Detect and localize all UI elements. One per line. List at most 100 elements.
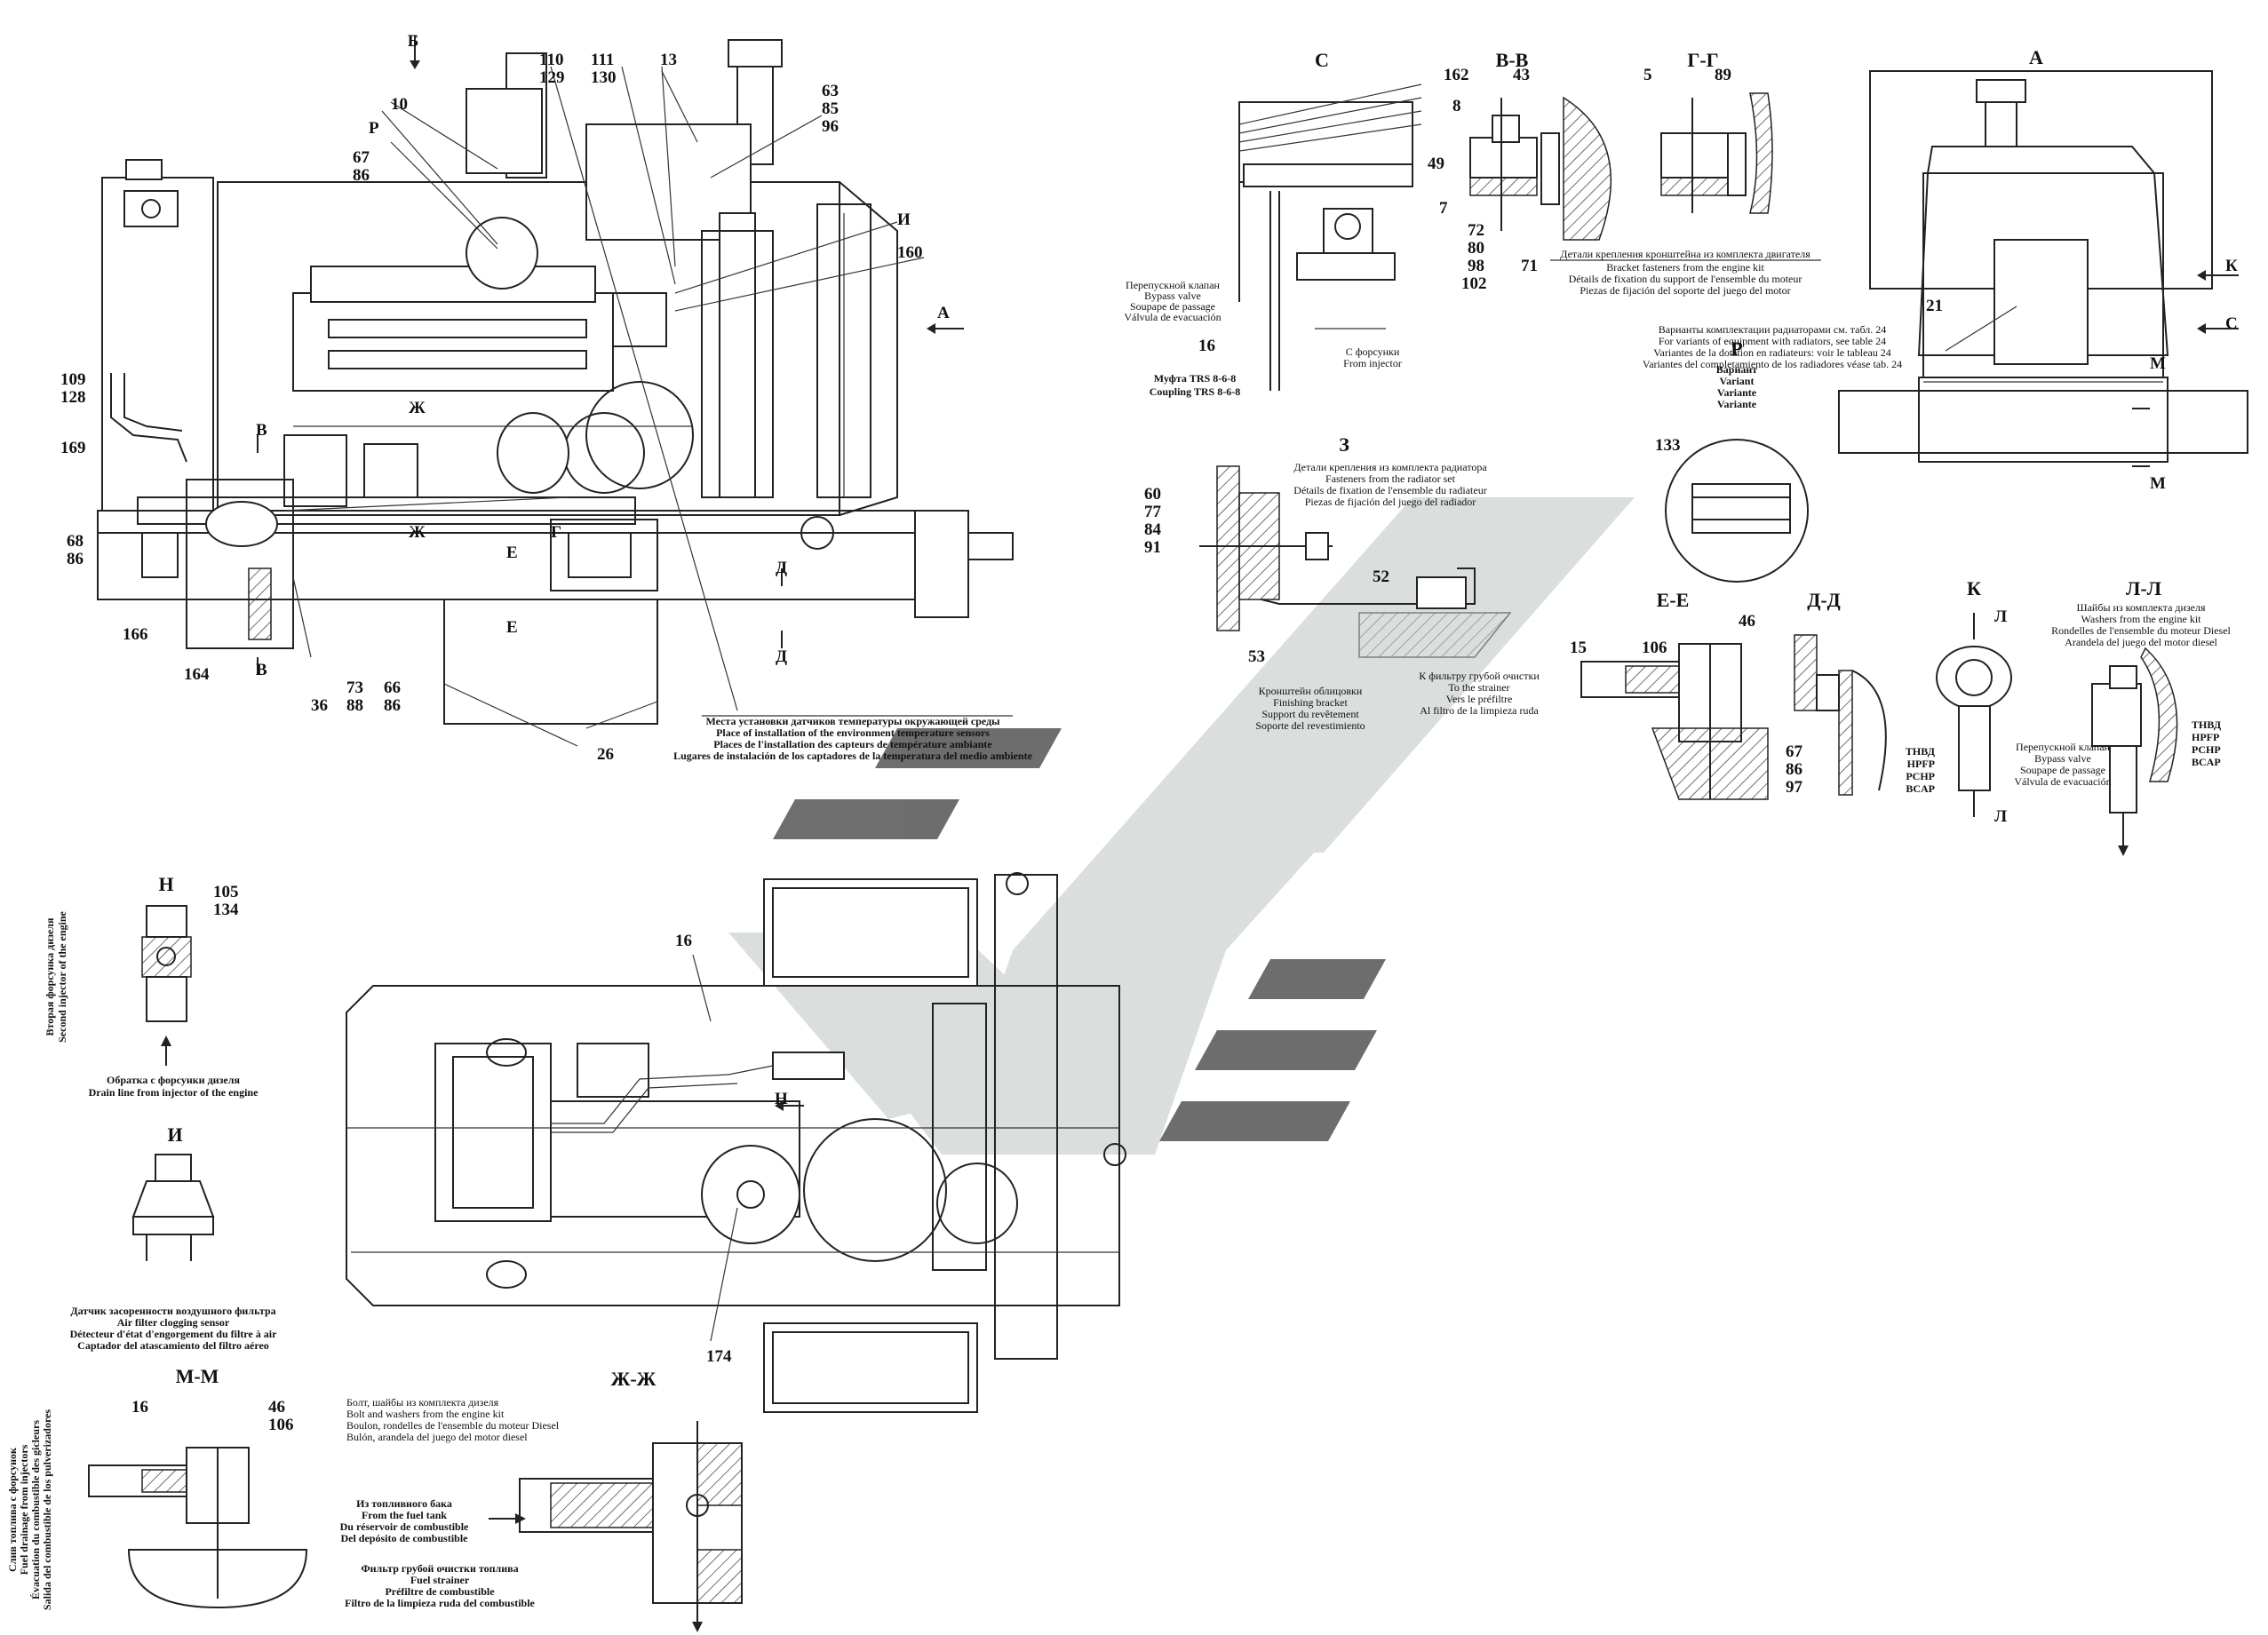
callout-52: 52 [1373,567,1389,586]
note-engine-bracket: Детали крепления кронштейна из комплекта… [1550,248,1821,297]
svg-text:Места установки датчиков темпе: Места установки датчиков температуры окр… [705,715,1000,727]
svg-text:Датчик засоренности воздушного: Датчик засоренности воздушного фильтра [70,1305,275,1317]
svg-text:Del depósito de combustible: Del depósito de combustible [340,1532,468,1544]
callout-86b: 86 [67,550,84,568]
callout-84: 84 [1144,520,1162,539]
section-v1: В [256,421,267,440]
svg-text:Вторая форсунка дизеля: Вторая форсунка дизеля [44,917,56,1036]
section-p-main: Р [369,119,379,138]
svg-text:Lugares de instalación de los: Lugares de instalación de los captadores… [673,750,1033,762]
svg-text:Air filter clogging sensor: Air filter clogging sensor [117,1316,230,1329]
svg-text:Détails de fixation du support: Détails de fixation du support de l'ense… [1569,273,1802,285]
callout-43: 43 [1513,66,1530,84]
svg-text:Fuel strainer: Fuel strainer [410,1574,470,1586]
svg-text:Варианты комплектации радиатор: Варианты комплектации радиаторами см. та… [1659,323,1887,336]
note-hpfp-ll: ТНВД HPFP PCHP BCAP [2192,718,2222,768]
note-drain-line: Обратка с форсунки дизеля Drain line fro… [89,1074,259,1099]
svg-text:Variante: Variante [1717,398,1757,410]
svg-text:Variant: Variant [1720,375,1755,387]
callout-86c: 86 [384,696,401,715]
note-bypass-c: Перепускной клапан Bypass valve Soupape … [1124,279,1221,323]
svg-text:Fasteners from the radiator se: Fasteners from the radiator set [1325,472,1456,485]
callout-63: 63 [822,82,839,100]
callout-174: 174 [706,1347,732,1366]
callout-89: 89 [1715,66,1731,84]
section-zhzh: Ж-Ж [611,1368,657,1390]
svg-text:Variantes del completamiento d: Variantes del completamiento de los radi… [1643,358,1902,370]
note-bolt-washers: Болт, шайбы из комплекта дизеля Bolt and… [346,1396,560,1443]
detail-n [141,905,192,1066]
detail-fuel-strainer [489,1421,743,1632]
svg-text:Из топливного бака: Из топливного бака [356,1497,452,1510]
detail-gg [1660,92,1773,214]
svg-text:С форсунки: С форсунки [1346,345,1400,358]
callout-128: 128 [60,388,86,407]
detail-vv [1469,96,1612,241]
svg-text:Перепускной клапан: Перепускной клапан [2016,741,2110,753]
callout-49: 49 [1428,155,1444,173]
callout-106a: 106 [1642,639,1667,657]
section-n: Н [158,873,173,895]
svg-text:Préfiltre de combustible: Préfiltre de combustible [385,1585,495,1598]
svg-text:Перепускной клапан: Перепускной клапан [1126,279,1220,291]
section-k: К [1967,577,1981,599]
callout-67b: 67 [1786,742,1803,761]
note-coupling: Муфта TRS 8-6-8 Coupling TRS 8-6-8 [1150,372,1240,398]
svg-text:Places de l'installation des c: Places de l'installation des capteurs de… [713,738,992,750]
callout-106b: 106 [268,1416,294,1434]
svg-text:Piezas de fijación del soporte: Piezas de fijación del soporte del juego… [1580,284,1790,297]
callout-73: 73 [346,679,363,697]
callout-111: 111 [591,51,614,69]
section-n-plan: Н [775,1090,788,1108]
svg-text:Soupape de passage: Soupape de passage [2020,764,2105,776]
svg-text:HPFP: HPFP [2192,731,2219,743]
note-air-filter: Датчик засоренности воздушного фильтра A… [70,1305,278,1352]
svg-text:Детали крепления из комплекта: Детали крепления из комплекта радиатора [1293,461,1487,473]
svg-text:For variants of equipment with: For variants of equipment with radiators… [1659,335,1886,347]
svg-text:Du réservoir de combustible: Du réservoir de combustible [340,1520,469,1533]
svg-text:ТНВД: ТНВД [2192,718,2222,731]
callout-110: 110 [539,51,563,69]
section-i: И [167,1123,182,1146]
callout-86d: 86 [1786,760,1802,779]
svg-text:Rondelles de l'ensemble du mot: Rondelles de l'ensemble du moteur Diesel [2051,624,2231,637]
callout-7: 7 [1439,199,1448,218]
svg-text:Fuel drainage from injectors: Fuel drainage from injectors [18,1444,30,1575]
svg-text:Évacuation du combustible des: Évacuation du combustible des gicleurs [29,1420,42,1599]
section-v2: В [256,661,267,679]
svg-text:Al filtro de la limpieza ruda: Al filtro de la limpieza ruda [1420,704,1539,717]
svg-text:Válvula de evacuación: Válvula de evacuación [2014,775,2111,788]
svg-text:Boulon, rondelles de l'ensembl: Boulon, rondelles de l'ensemble du moteu… [346,1419,560,1432]
svg-text:Bulón, arandela del juego del: Bulón, arandela del juego del motor dies… [346,1431,528,1443]
svg-text:Вариант: Вариант [1716,363,1758,376]
callout-97: 97 [1786,778,1803,797]
callout-16b: 16 [675,932,692,950]
callout-88: 88 [346,696,363,715]
callout-15: 15 [1570,639,1587,657]
svg-text:Captador del atascamiento del: Captador del atascamiento del filtro aér… [77,1339,269,1352]
detail-i [131,1154,215,1261]
callout-67a: 67 [353,148,370,167]
svg-text:Vers le préfiltre: Vers le préfiltre [1446,693,1513,705]
callout-130: 130 [591,68,617,87]
svg-text:Salida del combustible de los: Salida del combustible de los pulverizad… [41,1409,53,1610]
svg-text:Place of installation of the e: Place of installation of the environment… [716,726,990,739]
svg-text:Válvula de evacuación: Válvula de evacuación [1124,311,1221,323]
callout-80: 80 [1468,239,1484,258]
detail-z [1199,465,1512,658]
svg-text:Détails de fixation de l'ensem: Détails de fixation de l'ensemble du rad… [1293,484,1486,496]
callout-72: 72 [1468,221,1484,240]
callout-86a: 86 [353,166,370,185]
svg-text:Обратка с форсунки дизеля: Обратка с форсунки дизеля [107,1074,240,1086]
section-r: Р [1731,337,1742,360]
svg-text:Кронштейн облицовки: Кронштейн облицовки [1259,685,1363,697]
section-ll: Л-Л [2126,577,2162,599]
section-mm: М-М [176,1365,219,1387]
callout-60: 60 [1144,485,1161,504]
callout-13: 13 [660,51,677,69]
detail-c [1238,83,1422,391]
svg-text:Фильтр грубой очистки топлива: Фильтр грубой очистки топлива [361,1562,518,1575]
callout-5: 5 [1643,66,1652,84]
callout-105: 105 [213,883,239,901]
